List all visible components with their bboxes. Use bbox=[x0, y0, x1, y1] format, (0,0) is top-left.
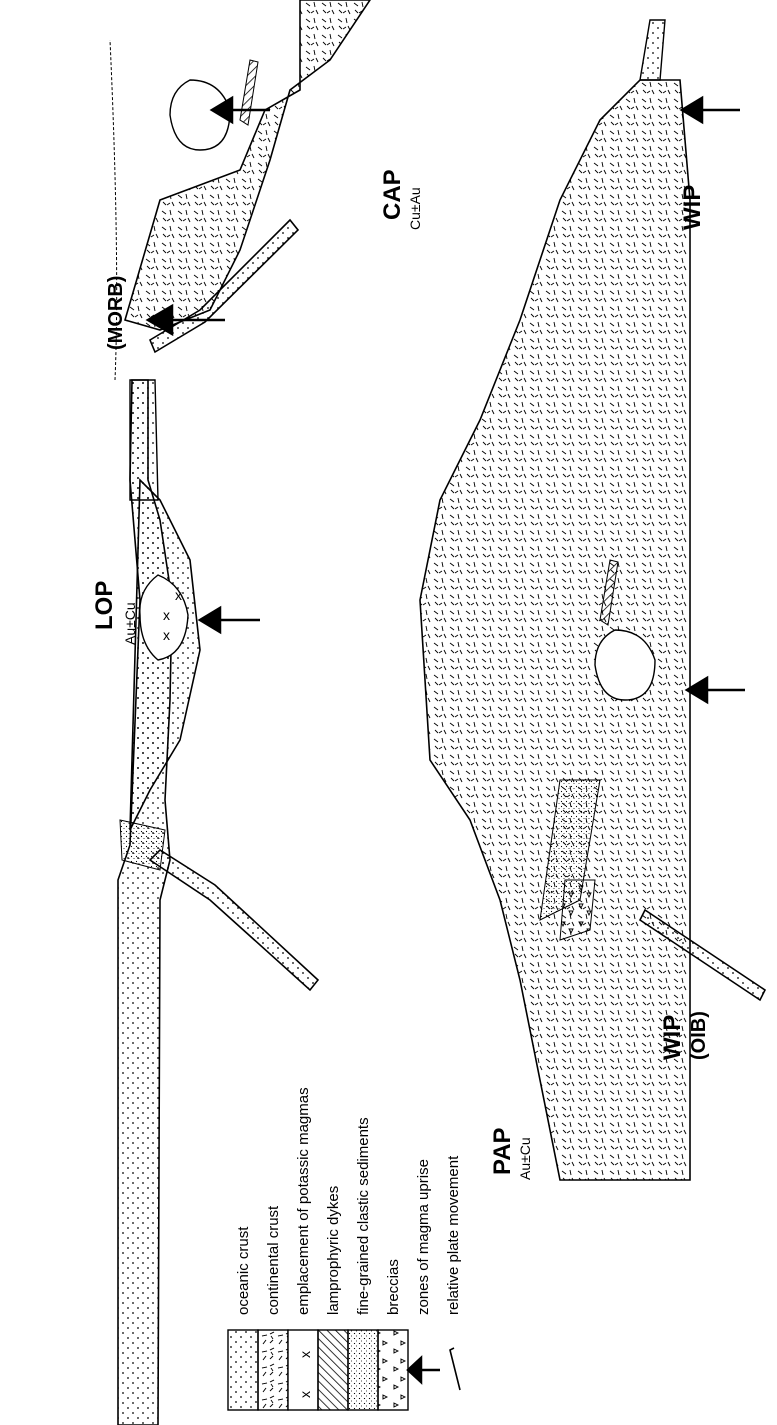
legend-label-breccias: breccias bbox=[385, 1259, 402, 1315]
lop-subducting-slab bbox=[150, 850, 318, 990]
pap-label: PAP bbox=[489, 1127, 516, 1175]
svg-text:x: x bbox=[163, 607, 170, 623]
lop-diagram: x x x bbox=[118, 380, 318, 1425]
cap-mineral-label: Cu±Au bbox=[407, 187, 423, 230]
cap-diagram bbox=[125, 0, 370, 352]
legend-label-lamprophyric-dykes: lamprophyric dykes bbox=[325, 1186, 342, 1315]
legend-swatch-continental-crust bbox=[258, 1330, 288, 1410]
pap-diagram bbox=[420, 80, 765, 1180]
wip-bottom-crust bbox=[640, 20, 665, 80]
legend-swatch-lamprophyric-dykes bbox=[318, 1330, 348, 1410]
legend-label-continental-crust: continental crust bbox=[265, 1205, 282, 1315]
svg-text:x: x bbox=[297, 1351, 313, 1358]
legend: x x oceanic crust continental crust empl… bbox=[228, 1087, 462, 1410]
lop-uprise-arrow bbox=[200, 608, 260, 632]
legend-swatch-clastic-sediments bbox=[348, 1330, 378, 1410]
legend-swatch-plate-movement bbox=[450, 1348, 460, 1390]
svg-text:x: x bbox=[163, 627, 170, 643]
svg-text:x: x bbox=[175, 587, 182, 603]
cap-dykes bbox=[240, 60, 258, 125]
legend-swatch-oceanic-crust bbox=[228, 1330, 258, 1410]
pap-uprise-arrow bbox=[687, 678, 745, 702]
legend-label-plate-movement: relative plate movement bbox=[445, 1155, 462, 1315]
legend-label-clastic-sediments: fine-grained clastic sediments bbox=[355, 1117, 372, 1315]
pap-continental-crust bbox=[420, 80, 690, 1180]
wip-bottom-uprise-arrow bbox=[682, 98, 740, 122]
svg-text:x: x bbox=[297, 1391, 313, 1398]
legend-label-oceanic-crust: oceanic crust bbox=[235, 1226, 252, 1315]
cap-label: CAP bbox=[379, 169, 406, 220]
legend-swatch-magma-uprise bbox=[408, 1358, 440, 1382]
legend-swatch-breccias bbox=[378, 1330, 408, 1410]
legend-swatch-potassic-magmas: x x bbox=[288, 1330, 318, 1410]
legend-label-potassic-magmas: emplacement of potassic magmas bbox=[295, 1087, 312, 1315]
wip-bottom-sub-label: (OIB) bbox=[688, 1011, 710, 1060]
pap-mineral-label: Au±Cu bbox=[517, 1137, 533, 1180]
legend-label-magma-uprise: zones of magma uprise bbox=[415, 1159, 432, 1315]
lop-label: LOP bbox=[91, 581, 118, 630]
